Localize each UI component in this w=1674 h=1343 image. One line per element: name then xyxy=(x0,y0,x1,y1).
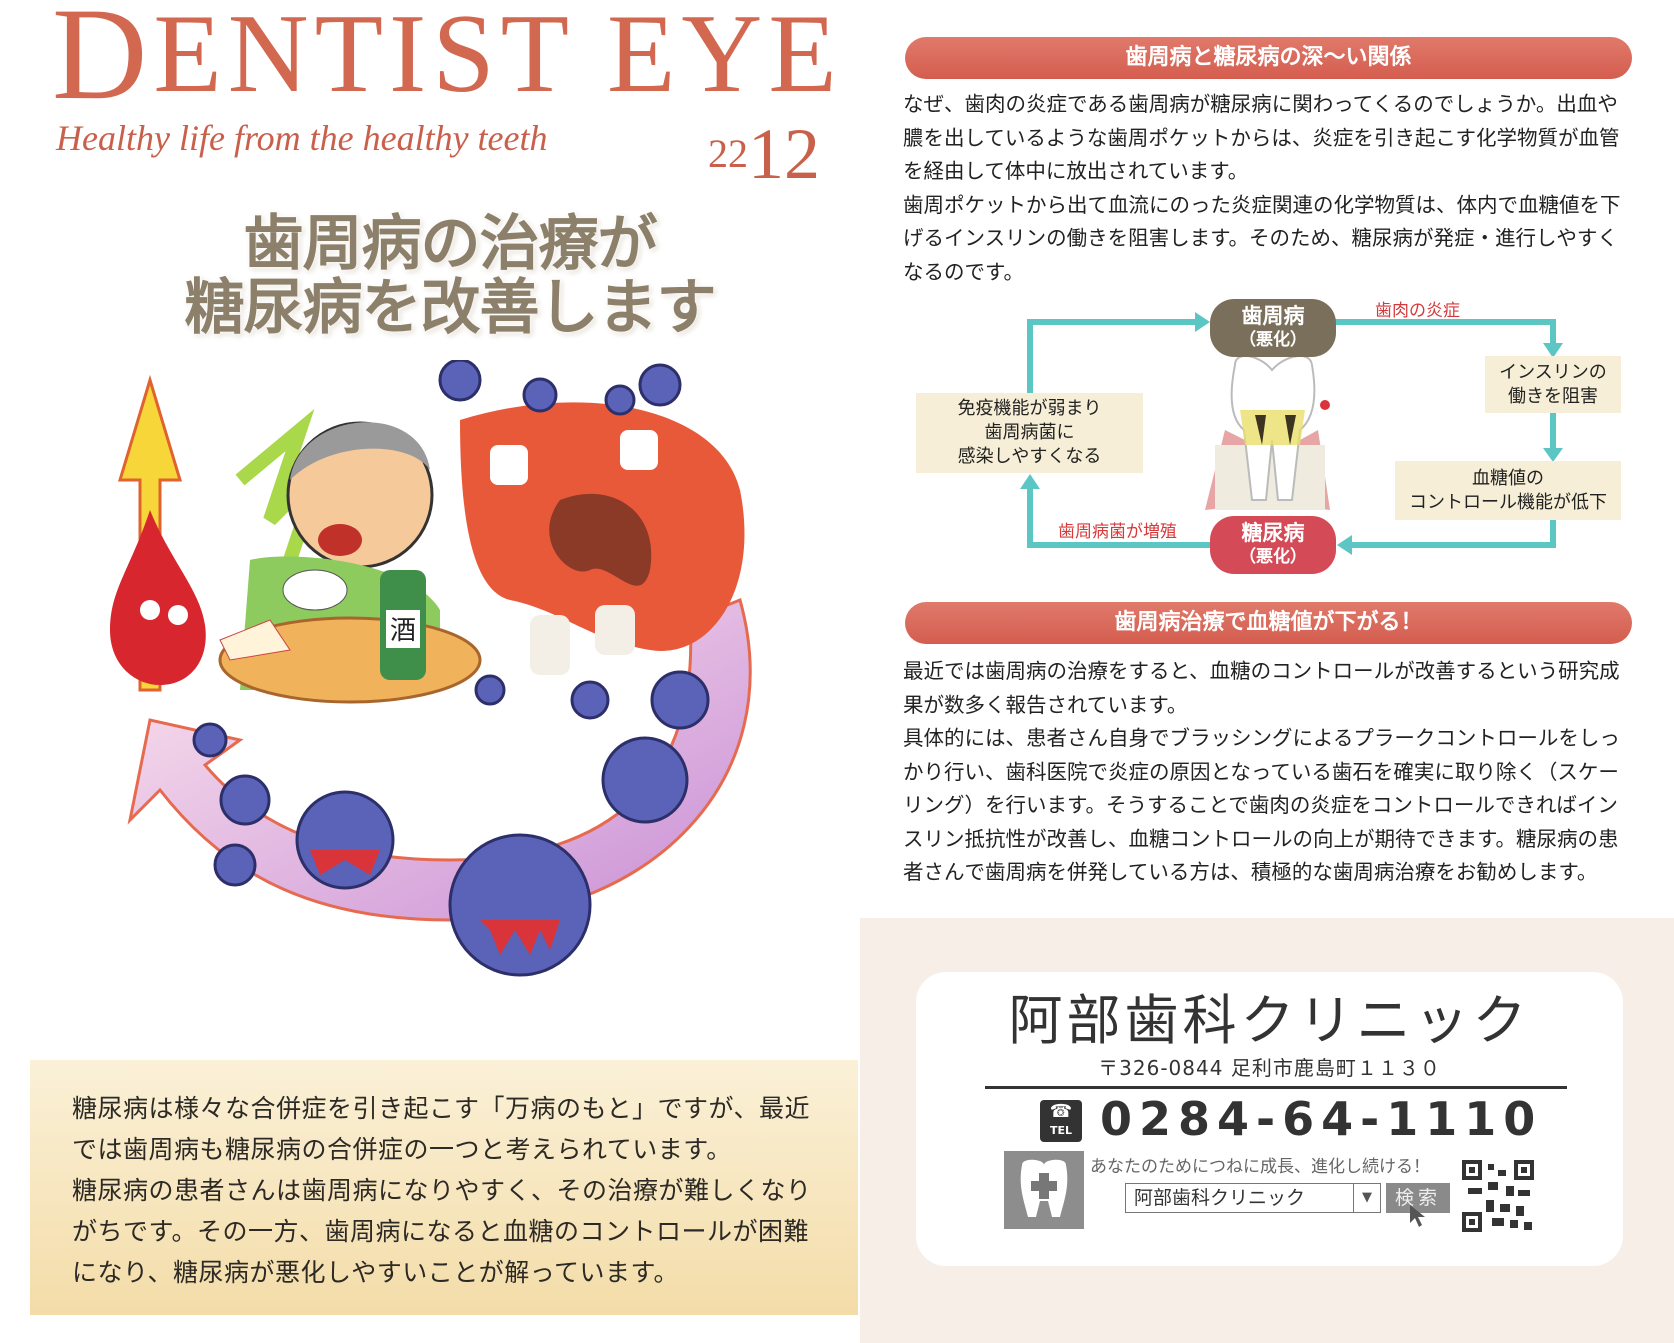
bacterium xyxy=(638,363,682,407)
tooth-illustration xyxy=(1205,355,1330,510)
bacterium xyxy=(601,736,689,824)
body-line: リング）を行います。そうすることで歯肉の炎症をコントロールできればイン xyxy=(903,793,1618,817)
box-insulin: インスリンの 働きを阻害 xyxy=(1485,356,1621,413)
clinic-address: 〒326-0844 足利市鹿島町１１３０ xyxy=(1098,1056,1441,1080)
arrow-segment xyxy=(1350,520,1556,548)
bacterium xyxy=(438,360,482,402)
qr-code-icon[interactable] xyxy=(1462,1160,1534,1232)
arrow-segment xyxy=(1027,487,1210,548)
section2-heading: 歯周病治療で血糖値が下がる！ xyxy=(905,602,1632,644)
intro-line: になり、糖尿病が悪化しやすいことが解っています。 xyxy=(72,1258,680,1287)
bacterium xyxy=(192,722,228,758)
headline: 歯周病の治療が 糖尿病を改善します xyxy=(120,212,780,340)
arrow-segment xyxy=(1335,319,1556,345)
arrowhead xyxy=(1020,474,1040,489)
body-line: なるのです。 xyxy=(903,259,1024,284)
label-gum-inflammation: 歯肉の炎症 xyxy=(1375,301,1460,321)
body-line: 者さんで歯周病を併発している方は、積極的な歯周病治療をお勧めします。 xyxy=(903,860,1598,884)
node-sub: （悪化） xyxy=(1239,547,1307,567)
body-line: スリン抵抗性が改善し、血糖コントロールの向上が期待できます。糖尿病の患 xyxy=(903,826,1619,851)
divider xyxy=(985,1086,1567,1089)
search-button[interactable]: 検索 xyxy=(1386,1183,1450,1213)
body-line: 具体的には、患者さん自身でブラッシングによるプラークコントロールをしっ xyxy=(903,726,1620,750)
search-value: 阿部歯科クリニック xyxy=(1134,1187,1306,1209)
box-glucose-control: 血糖値の コントロール機能が低下 xyxy=(1395,461,1621,520)
bacterium xyxy=(604,384,636,416)
arrowhead xyxy=(1195,312,1210,332)
arrowhead xyxy=(1543,343,1563,358)
bacterium xyxy=(522,377,558,413)
bottle-label: 酒 xyxy=(390,616,416,646)
arrowhead xyxy=(1337,535,1352,555)
magazine-title: DENTIST EYE xyxy=(52,0,843,127)
swoosh-arrow xyxy=(127,597,752,922)
telephone-icon: ☎ TEL xyxy=(1040,1100,1082,1142)
clinic-tagline: あなたのためにつねに成長、進化し続ける！ xyxy=(1090,1157,1430,1177)
phone-number: 0284-64-1110 xyxy=(1100,1092,1543,1146)
bacterium xyxy=(213,843,257,887)
node-title: 糖尿病 xyxy=(1241,521,1305,545)
issue-number: 2212 xyxy=(708,116,820,192)
intro-line: 糖尿病は様々な合併症を引き起こす「万病のもと」ですが、最近 xyxy=(72,1094,811,1123)
headline-line: 歯周病の治療が xyxy=(243,209,658,279)
body-line: 歯周ポケットから出て血流にのった炎症関連の化学物質は、体内で血糖値を下 xyxy=(903,192,1621,217)
blood-drop xyxy=(110,510,206,685)
phone-handset-icon: ☎ xyxy=(1049,1101,1073,1122)
node-periodontitis: 歯周病 （悪化） xyxy=(1210,299,1336,357)
cartoon-illustration: 酒 xyxy=(110,360,752,977)
node-title: 歯周病 xyxy=(1241,304,1305,328)
cursor-icon xyxy=(1410,1205,1425,1227)
body-line: なぜ、歯肉の炎症である歯周病が糖尿病に関わってくるのでしょうか。出血や xyxy=(903,92,1618,116)
box-line: 歯周病菌に xyxy=(984,422,1075,443)
intro-box: 糖尿病は様々な合併症を引き起こす「万病のもと」ですが、最近 では歯周病も糖尿病の… xyxy=(30,1060,858,1315)
arrowhead xyxy=(1543,448,1563,462)
section1-heading: 歯周病と糖尿病の深〜い関係 xyxy=(905,37,1632,79)
box-line: コントロール機能が低下 xyxy=(1409,491,1607,513)
body-line: 最近では歯周病の治療をすると、血糖のコントロールが改善するという研究成 xyxy=(903,659,1620,683)
body-line: げるインスリンの働きを阻害します。そのため、糖尿病が発症・進行しやすく xyxy=(903,226,1618,250)
box-line: 働きを阻害 xyxy=(1508,385,1598,407)
box-line: 血糖値の xyxy=(1472,467,1544,489)
issue-year: 22 xyxy=(708,131,748,176)
bacterium xyxy=(448,833,592,977)
box-immune: 免疫機能が弱まり 歯周病菌に 感染しやすくなる xyxy=(916,393,1143,473)
box-line: 免疫機能が弱まり xyxy=(957,398,1102,419)
clinic-logo-icon xyxy=(1004,1151,1084,1229)
body-line: 膿を出しているような歯周ポケットからは、炎症を引き起こす化学物質が血管 xyxy=(903,125,1620,150)
arrow-segment xyxy=(1027,319,1195,393)
node-sub: （悪化） xyxy=(1239,330,1307,350)
title-rest: ENTIST EYE xyxy=(153,0,843,116)
dropdown-arrow-icon[interactable]: ▼ xyxy=(1353,1184,1380,1212)
bacterium xyxy=(474,674,506,706)
search-input[interactable]: 阿部歯科クリニック ▼ xyxy=(1125,1183,1381,1213)
box-line: 感染しやすくなる xyxy=(957,446,1102,467)
intro-line: 糖尿病の患者さんは歯周病になりやすく、その治療が難しくなり xyxy=(72,1176,812,1205)
intro-line: がちです。その一方、歯周病になると血糖のコントロールが困難 xyxy=(72,1217,810,1246)
clinic-name: 阿部歯科クリニック xyxy=(1008,989,1531,1052)
node-diabetes: 糖尿病 （悪化） xyxy=(1210,516,1336,574)
magazine-subtitle: Healthy life from the healthy teeth xyxy=(56,118,548,158)
body-line: を経由して体中に放出されています。 xyxy=(903,159,1249,183)
body-line: 果が数多く報告されています。 xyxy=(903,692,1188,717)
bacterium xyxy=(650,670,710,730)
bacterium xyxy=(570,680,610,720)
section2-body: 最近では歯周病の治療をすると、血糖のコントロールが改善するという研究成 果が数多… xyxy=(903,655,1638,890)
title-initial: D xyxy=(52,0,154,127)
issue-month: 12 xyxy=(748,114,820,194)
tel-label: TEL xyxy=(1049,1124,1073,1137)
label-bacteria-growth: 歯周病菌が増殖 xyxy=(1058,522,1177,542)
body-line: かり行い、歯科医院で炎症の原因となっている歯石を確実に取り除く（スケー xyxy=(903,759,1619,784)
section1-body: なぜ、歯肉の炎症である歯周病が糖尿病に関わってくるのでしょうか。出血や 膿を出し… xyxy=(903,88,1638,289)
headline-line: 糖尿病を改善します xyxy=(184,273,717,343)
bacterium xyxy=(219,774,271,826)
intro-line: では歯周病も糖尿病の合併症の一つと考えられています。 xyxy=(72,1135,732,1164)
box-line: インスリンの xyxy=(1499,361,1607,383)
